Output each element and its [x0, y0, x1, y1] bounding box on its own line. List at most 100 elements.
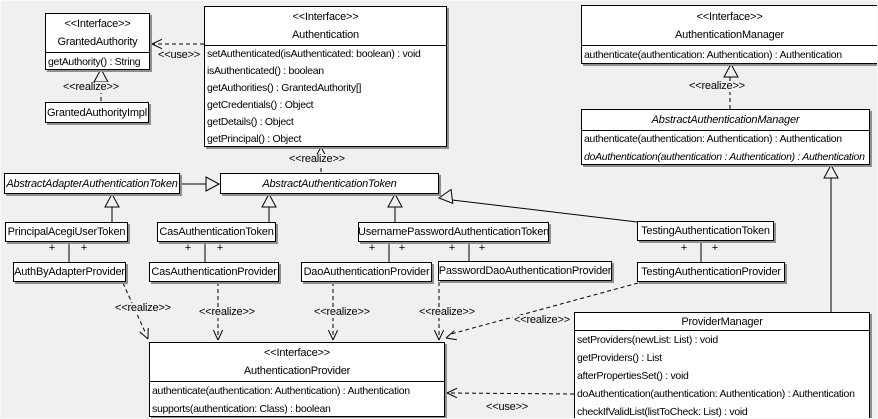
edge-realize-passworddao[interactable] [433, 282, 445, 341]
method-row: getProviders() : List [577, 352, 662, 364]
edge-gen-testing-abstracttoken[interactable] [437, 188, 638, 223]
class-name: DaoAuthenticationProvider [303, 266, 430, 278]
edge-assoc-userpass-passworddao[interactable]: ++ [449, 242, 485, 261]
edge-label-realization: <<realize>> [513, 314, 571, 326]
class-abstract-adapter-authentication-token[interactable]: AbstractAdapterAuthenticationToken [4, 173, 180, 194]
method-row: authenticate(authentication: Authenticat… [584, 49, 842, 61]
method-list: authenticate(authentication: Authenticat… [582, 131, 869, 166]
method-row: setProviders(newList: List) : void [577, 334, 718, 346]
class-name: AuthByAdapterProvider [14, 266, 125, 278]
class-name: PasswordDaoAuthenticationProvider [439, 265, 611, 277]
stereotype-label: <<Interface>> [64, 18, 131, 30]
method-row: authenticate(authentication: Authenticat… [152, 385, 410, 397]
method-list: getAuthority() : String [46, 53, 149, 71]
class-name: CasAuthenticationToken [159, 226, 274, 238]
edge-label-realization: <<realize>> [418, 306, 476, 318]
class-password-dao-authentication-provider[interactable]: PasswordDaoAuthenticationProvider [438, 261, 612, 281]
method-row: afterPropertiesSet() : void [577, 370, 689, 382]
class-principal-acegi-user-token[interactable]: PrincipalAcegiUserToken [5, 222, 128, 242]
edge-assoc-cas[interactable]: ++ [185, 242, 223, 262]
edge-label-realization: <<realize>> [688, 80, 746, 92]
class-authentication-provider[interactable]: <<Interface>> AuthenticationProvider authe… [149, 342, 445, 417]
edge-label-realization: <<realize>> [198, 306, 256, 318]
method-row: getAuthorities() : GrantedAuthority[] [207, 82, 362, 94]
class-cas-authentication-token[interactable]: CasAuthenticationToken [157, 222, 276, 242]
edge-gen-adapter-abstracttoken[interactable] [180, 176, 221, 192]
class-name: PrincipalAcegiUserToken [7, 226, 126, 238]
edge-assoc-principal-authby[interactable]: ++ [49, 242, 87, 262]
class-cas-authentication-provider[interactable]: CasAuthenticationProvider [149, 262, 279, 282]
class-name: TestingAuthenticationToken [641, 225, 770, 237]
method-row: getDetails() : Object [207, 116, 294, 128]
association-end-label: + [49, 242, 55, 254]
association-end-label: + [681, 242, 687, 254]
edge-realize-authby[interactable] [122, 282, 149, 340]
class-name: TestingAuthenticationProvider [641, 266, 781, 278]
method-list: setAuthenticated(isAuthenticated: boolea… [205, 46, 446, 148]
edge-assoc-userpass-dao[interactable]: ++ [369, 242, 405, 262]
method-row: doAuthentication(authentication : Authen… [584, 150, 865, 163]
class-authentication-manager[interactable]: <<Interface>> AuthenticationManager authen… [581, 5, 877, 65]
edge-realize-cas[interactable] [212, 282, 224, 341]
edge-label-realization: <<realize>> [114, 302, 172, 314]
edge-use-authentication-grantedauthority[interactable] [151, 38, 204, 50]
association-end-label: + [399, 242, 405, 254]
class-abstract-authentication-manager[interactable]: AbstractAuthenticationManager authenticat… [581, 109, 870, 165]
edge-gen-principal-adapter[interactable] [104, 192, 120, 222]
class-auth-by-adapter-provider[interactable]: AuthByAdapterProvider [13, 262, 126, 282]
edge-realize-testing[interactable] [445, 282, 639, 341]
class-name: AuthenticationProvider [243, 365, 351, 377]
association-end-label: + [479, 242, 485, 254]
method-row: getPrincipal() : Object [207, 133, 302, 145]
class-testing-authentication-provider[interactable]: TestingAuthenticationProvider [637, 262, 785, 282]
edge-label-realization: <<realize>> [62, 81, 120, 93]
method-row: getCredentials() : Object [207, 99, 314, 111]
edge-use-providermanager-authprovider[interactable] [446, 387, 575, 399]
edge-label-realization: <<realize>> [288, 153, 346, 165]
class-name: UsernamePasswordAuthenticationToken [359, 226, 548, 238]
method-row: doAuthentication(authentication: Authent… [577, 388, 855, 400]
class-abstract-authentication-token[interactable]: AbstractAuthenticationToken [220, 173, 439, 194]
edge-gen-providermanager-absauthmgr[interactable] [823, 163, 839, 312]
class-granted-authority[interactable]: <<Interface>> GrantedAuthority getAuthorit… [45, 13, 150, 70]
edge-gen-userpass-abstracttoken[interactable] [387, 192, 403, 222]
edge-realize-absauthmgr-authmgr[interactable] [723, 62, 739, 109]
association-end-label: + [217, 242, 223, 254]
association-end-label: + [712, 242, 718, 254]
class-name: ProviderManager [681, 315, 763, 328]
class-dao-authentication-provider[interactable]: DaoAuthenticationProvider [301, 262, 432, 282]
class-authentication[interactable]: <<Interface>> Authentication setAuthentica… [204, 6, 447, 147]
class-granted-authority-impl[interactable]: GrantedAuthorityImpl [45, 102, 149, 123]
stereotype-label: <<Interface>> [292, 11, 359, 23]
stereotype-label: <<Interface>> [264, 347, 330, 359]
method-row: setAuthenticated(isAuthenticated: boolea… [207, 48, 421, 60]
class-name: Authentication [292, 29, 359, 41]
method-list: setProviders(newList: List) : void getPro… [575, 331, 869, 418]
association-end-label: + [81, 242, 87, 254]
method-row: authenticate(authentication: Authenticat… [584, 133, 842, 145]
class-name: AbstractAuthenticationToken [262, 177, 397, 190]
class-provider-manager[interactable]: ProviderManager setProviders(newList: Lis… [574, 312, 870, 418]
edge-label-usage: <<use>> [157, 49, 202, 61]
class-name: GrantedAuthorityImpl [47, 106, 147, 119]
method-row: isAuthenticated() : boolean [207, 65, 324, 77]
method-row: checkIfValidList(listToCheck: List) : vo… [577, 406, 748, 418]
edge-label-realization: <<realize>> [313, 306, 371, 318]
class-name: AbstractAuthenticationManager [651, 114, 800, 126]
method-list: authenticate(authentication: Authenticat… [582, 46, 877, 65]
association-end-label: + [449, 242, 455, 254]
edge-gen-cas-abstracttoken[interactable] [261, 192, 277, 222]
method-row: getAuthority() : String [48, 56, 141, 68]
edge-label-usage: <<use>> [485, 401, 530, 413]
class-name: AuthenticationManager [675, 28, 784, 41]
edge-assoc-testing[interactable]: ++ [681, 241, 718, 262]
class-name: CasAuthenticationProvider [151, 266, 277, 278]
class-name: GrantedAuthority [57, 36, 138, 48]
class-name: AbstractAdapterAuthenticationToken [6, 177, 178, 190]
edge-realize-dao[interactable] [327, 282, 339, 341]
class-username-password-authentication-token[interactable]: UsernamePasswordAuthenticationToken [358, 222, 549, 242]
method-list: authenticate(authentication: Authenticat… [150, 382, 444, 418]
stereotype-label: <<Interface>> [696, 10, 763, 23]
class-testing-authentication-token[interactable]: TestingAuthenticationToken [637, 221, 774, 241]
